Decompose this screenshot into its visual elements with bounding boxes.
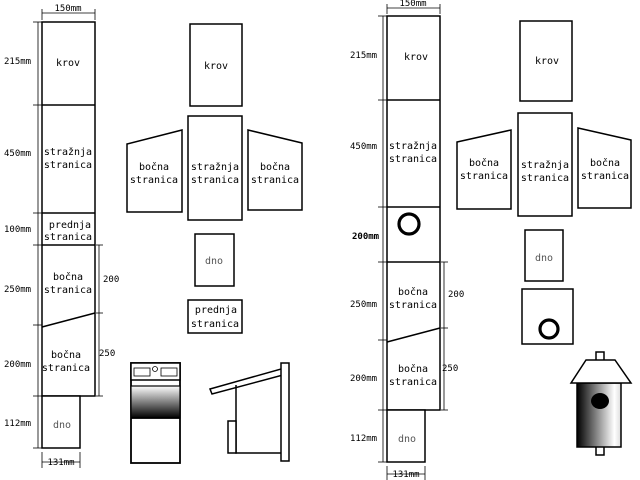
right-piece-side-b-label-2: stranica (581, 171, 629, 182)
right-piece-entry-hole (538, 318, 560, 340)
left-piece-side-b-label-1: bočna (260, 161, 290, 173)
left-strip-back-label-2: stranica (44, 160, 92, 171)
right-cutting-strip: 150mm 215mm 450mm 200mm 250mm 200mm 112m… (350, 0, 464, 480)
left-side-dim-250: 250 (99, 349, 115, 359)
left-dim-200: 200mm (4, 360, 31, 370)
left-piece-side-a-label-1: bočna (139, 161, 169, 173)
left-width-top-label: 150mm (54, 4, 81, 14)
right-piece-side-b-label-1: bočna (590, 157, 620, 169)
right-assembled-entry-hole (591, 393, 609, 409)
right-assembled-view (569, 351, 633, 456)
right-side-dim-250: 250 (442, 364, 458, 374)
right-piece-side-a-label-1: bočna (469, 157, 499, 169)
right-piece-back-label-2: stranica (521, 173, 569, 184)
left-piece-roof-label: krov (204, 61, 228, 72)
right-piece-roof-label: krov (535, 56, 559, 67)
left-piece-front-label-2: stranica (191, 319, 239, 330)
left-width-bottom-label: 131mm (47, 458, 74, 468)
left-strip-side1-label-1: bočna (53, 271, 83, 283)
left-assembled-side-view (208, 362, 290, 462)
left-piece-side-b-label-2: stranica (251, 175, 299, 186)
left-dim-250: 250mm (4, 285, 31, 295)
right-strip-roof-label: krov (404, 52, 428, 63)
right-strip-side2-label-1: bočna (398, 363, 428, 375)
right-strip-entry-hole (397, 212, 421, 236)
left-piece-back-label-2: stranica (191, 175, 239, 186)
right-dim-250: 250mm (350, 300, 377, 310)
right-dim-200-bold: 200mm (352, 232, 380, 242)
right-width-top-label: 150mm (399, 0, 426, 9)
left-strip-front-label-1: prednja (49, 220, 91, 231)
left-dim-112: 112mm (4, 419, 31, 429)
right-width-bottom-label: 131mm (392, 470, 419, 480)
right-dim-215: 215mm (350, 51, 377, 61)
left-strip-front-label-2: stranica (44, 232, 92, 243)
left-strip-back-label-1: stražnja (44, 146, 92, 158)
right-pieces: krov bočna stranica stražnja stranica bo… (456, 20, 632, 345)
right-dim-450: 450mm (350, 142, 377, 152)
right-piece-side-a-label-2: stranica (460, 171, 508, 182)
left-pieces: krov bočna stranica stražnja stranica bo… (126, 23, 303, 334)
right-strip-back-label-2: stranica (389, 154, 437, 165)
left-dim-215: 215mm (4, 57, 31, 67)
right-strip-side1-label-2: stranica (389, 300, 437, 311)
right-side-dim-200: 200 (448, 290, 464, 300)
right-strip-bottom-label: dno (398, 434, 416, 445)
left-dim-450: 450mm (4, 149, 31, 159)
right-piece-back-label-1: stražnja (521, 159, 569, 171)
left-strip-side2-label-1: bočna (51, 349, 81, 361)
left-piece-front-label-1: prednja (195, 305, 237, 316)
right-strip-side1-label-1: bočna (398, 286, 428, 298)
right-dim-200: 200mm (350, 374, 377, 384)
left-piece-back-label-1: stražnja (191, 161, 239, 173)
left-side-dim-200: 200 (103, 275, 119, 285)
left-cutting-strip: 150mm 215mm 450mm 100mm 250mm 200mm 112m… (4, 4, 119, 468)
left-dim-100: 100mm (4, 225, 31, 235)
right-dim-112: 112mm (350, 434, 377, 444)
left-assembled-front-view (130, 362, 181, 464)
left-strip-bottom-label: dno (53, 420, 71, 431)
right-strip-side2-label-2: stranica (389, 377, 437, 388)
right-piece-bottom-label: dno (535, 253, 553, 264)
left-piece-bottom-label: dno (205, 256, 223, 267)
left-strip-side2-label-2: stranica (42, 363, 90, 374)
right-strip-back-label-1: stražnja (389, 140, 437, 152)
left-piece-side-a-label-2: stranica (130, 175, 178, 186)
left-strip-roof-label: krov (56, 58, 80, 69)
left-strip-side1-label-2: stranica (44, 285, 92, 296)
